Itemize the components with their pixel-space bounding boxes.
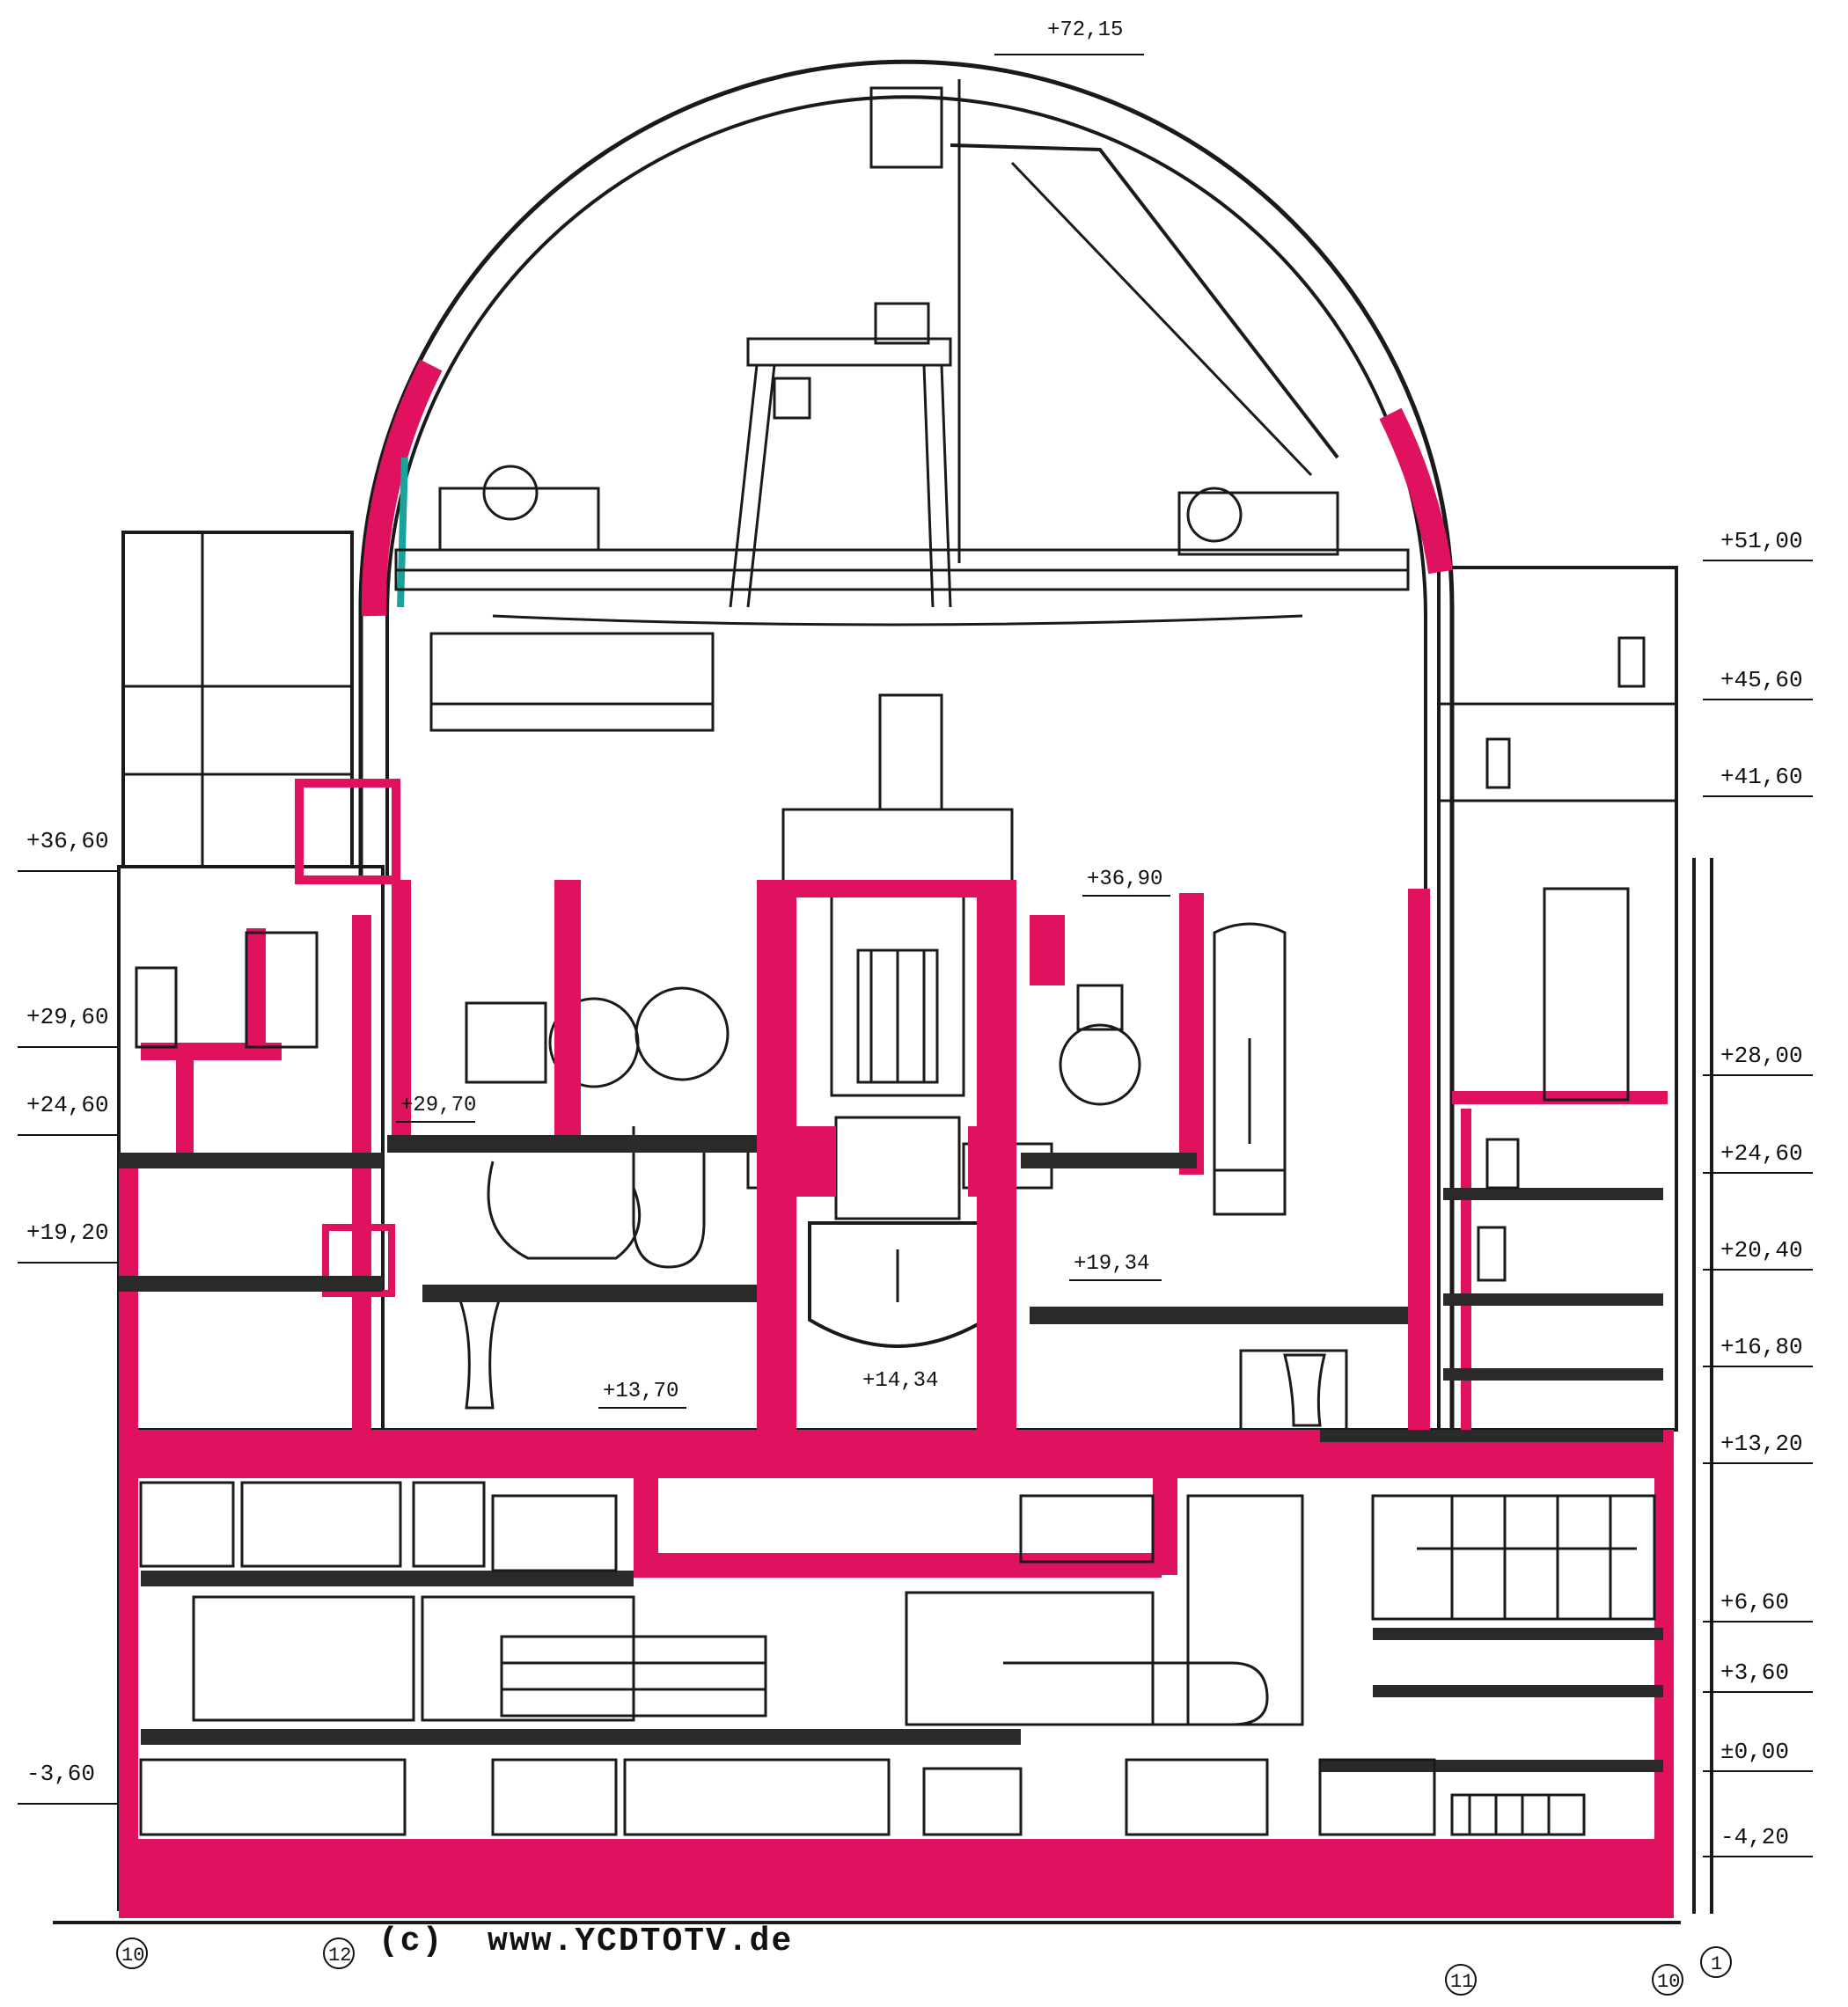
level-label: +36,60 [26, 828, 109, 854]
level-marker-left: +36,60 [18, 828, 119, 872]
floor-slabs [119, 1135, 1663, 1772]
level-label: +29,70 [400, 1094, 476, 1117]
copyright-credit: (c) www.YCDTOTV.de [378, 1923, 794, 1960]
steam-generator-right [1059, 1023, 1141, 1106]
containment-dome [358, 59, 1455, 1430]
level-label: -4,20 [1720, 1824, 1789, 1850]
dome-highlight-left [361, 359, 443, 617]
axis-markers: 10 12 11 10 1 [116, 1937, 1732, 1996]
room-partitions [123, 532, 1676, 1836]
axis-marker: 12 [323, 1937, 355, 1969]
level-label: +13,70 [603, 1380, 678, 1403]
level-marker-left: +29,60 [18, 1004, 119, 1048]
level-label: +19,20 [26, 1220, 109, 1246]
level-label: +3,60 [1720, 1659, 1789, 1686]
level-label: +14,34 [862, 1369, 938, 1393]
axis-marker: 1 [1700, 1946, 1732, 1978]
axis-label: 12 [328, 1945, 351, 1967]
level-markers-left: +36,60 +29,60 +24,60 +19,20 -3,60 [18, 828, 119, 1805]
axis-label: 10 [121, 1945, 144, 1967]
primary-equipment [455, 922, 1348, 1449]
level-label: +72,15 [1047, 18, 1123, 42]
level-marker-inner: +29,70 [396, 1094, 476, 1123]
level-label: +51,00 [1720, 528, 1803, 554]
level-marker-right: ±0,00 [1703, 1739, 1813, 1772]
level-label: +41,60 [1720, 764, 1803, 790]
level-label: -3,60 [26, 1761, 95, 1787]
axis-marker: 11 [1445, 1964, 1477, 1996]
axis-label: 1 [1711, 1953, 1722, 1975]
axis-label: 11 [1450, 1971, 1473, 1993]
level-marker-right: -4,20 [1703, 1824, 1813, 1857]
level-marker-left: +24,60 [18, 1092, 119, 1136]
level-label: +19,34 [1074, 1252, 1149, 1276]
level-markers-right: +51,00 +45,60 +41,60 +28,00 +24,60 +20,4… [1703, 528, 1813, 1857]
level-marker-right: +51,00 [1703, 528, 1813, 561]
level-marker-right: +45,60 [1703, 667, 1813, 700]
level-label: +24,60 [1720, 1140, 1803, 1167]
axis-label: 10 [1657, 1971, 1680, 1993]
level-marker-right: +16,80 [1703, 1334, 1813, 1367]
level-marker-right: +6,60 [1703, 1589, 1813, 1622]
level-marker-right: +24,60 [1703, 1140, 1813, 1174]
level-label: +16,80 [1720, 1334, 1803, 1360]
level-marker-right: +3,60 [1703, 1659, 1813, 1693]
level-marker-right: +13,20 [1703, 1431, 1813, 1464]
axis-marker: 10 [1652, 1964, 1683, 1996]
level-marker-inner: +14,34 [862, 1369, 938, 1393]
level-markers-inner: +36,90 +29,70 +19,34 +13,70 +14,34 +72,1… [396, 18, 1170, 1409]
polar-crane [394, 79, 1410, 732]
level-marker-right: +41,60 [1703, 764, 1813, 797]
dome-highlight-right [1379, 407, 1453, 575]
level-label: +36,90 [1087, 868, 1162, 891]
level-label: +45,60 [1720, 667, 1803, 693]
level-marker-inner: +19,34 [1069, 1252, 1162, 1281]
level-marker-inner: +36,90 [1082, 868, 1170, 897]
level-marker-left: -3,60 [18, 1761, 119, 1805]
axis-marker: 10 [116, 1937, 148, 1969]
level-marker-dome-top: +72,15 [994, 18, 1144, 55]
level-label: +6,60 [1720, 1589, 1789, 1615]
level-marker-inner: +13,70 [598, 1380, 686, 1409]
pressurizer [1213, 922, 1287, 1216]
level-label: ±0,00 [1720, 1739, 1789, 1765]
level-marker-right: +20,40 [1703, 1237, 1813, 1271]
level-label: +28,00 [1720, 1043, 1803, 1069]
level-label: +13,20 [1720, 1431, 1803, 1457]
level-label: +20,40 [1720, 1237, 1803, 1264]
level-label: +29,60 [26, 1004, 109, 1030]
level-marker-left: +19,20 [18, 1220, 119, 1264]
level-marker-right: +28,00 [1703, 1043, 1813, 1076]
concrete-walls-highlighted [119, 779, 1674, 1918]
dome-liner-accent [397, 457, 408, 608]
level-label: +24,60 [26, 1092, 109, 1118]
